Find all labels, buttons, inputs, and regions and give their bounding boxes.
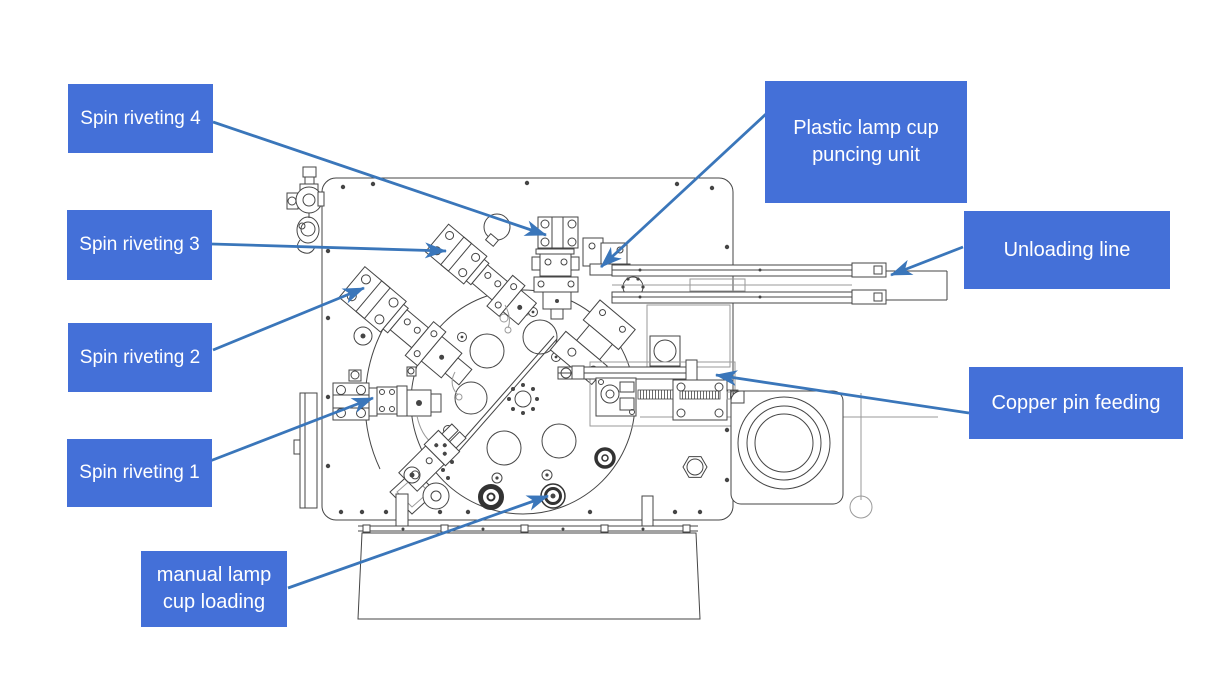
- spin-riveting-station-2: [338, 265, 473, 401]
- unloading-conveyor: [611, 262, 948, 305]
- callout-arrows: [209, 112, 970, 590]
- arrow-spin-riveting-2: [212, 286, 365, 352]
- label-spin-riveting-2: Spin riveting 2: [68, 323, 212, 392]
- label-unloading-line: Unloading line: [964, 211, 1170, 289]
- spin-riveting-station-3: [424, 213, 538, 334]
- label-spin-riveting-3: Spin riveting 3: [67, 210, 212, 280]
- bowl-feeder: [730, 390, 844, 505]
- arrow-copper-pin-feeding: [715, 370, 970, 415]
- plate-bolt-dots: [325, 180, 730, 515]
- label-spin-riveting-1: Spin riveting 1: [67, 439, 212, 507]
- label-manual-lamp-cup-loading: manual lamp cup loading: [141, 551, 287, 627]
- copper-pin-feeder: [557, 359, 752, 427]
- turntable-center-gear: [507, 383, 539, 415]
- arrow-manual-lamp-cup-loading: [287, 494, 549, 590]
- label-copper-pin-feeding: Copper pin feeding: [969, 367, 1183, 439]
- arrow-spin-riveting-3: [211, 242, 447, 259]
- loading-tray: [357, 493, 701, 620]
- arrow-spin-riveting-4: [212, 120, 547, 237]
- label-plastic-lamp-cup-puncing-unit: Plastic lamp cup puncing unit: [765, 81, 967, 203]
- pneumatic-valve-assembly: [286, 166, 325, 254]
- arrow-unloading-line: [890, 245, 964, 277]
- arrow-spin-riveting-1: [209, 396, 374, 463]
- label-spin-riveting-4: Spin riveting 4: [68, 84, 213, 153]
- arrow-plastic-lamp-cup-puncing-unit: [600, 112, 767, 269]
- lamp-cup-seats: [478, 447, 616, 510]
- left-guide-strip: [293, 392, 318, 509]
